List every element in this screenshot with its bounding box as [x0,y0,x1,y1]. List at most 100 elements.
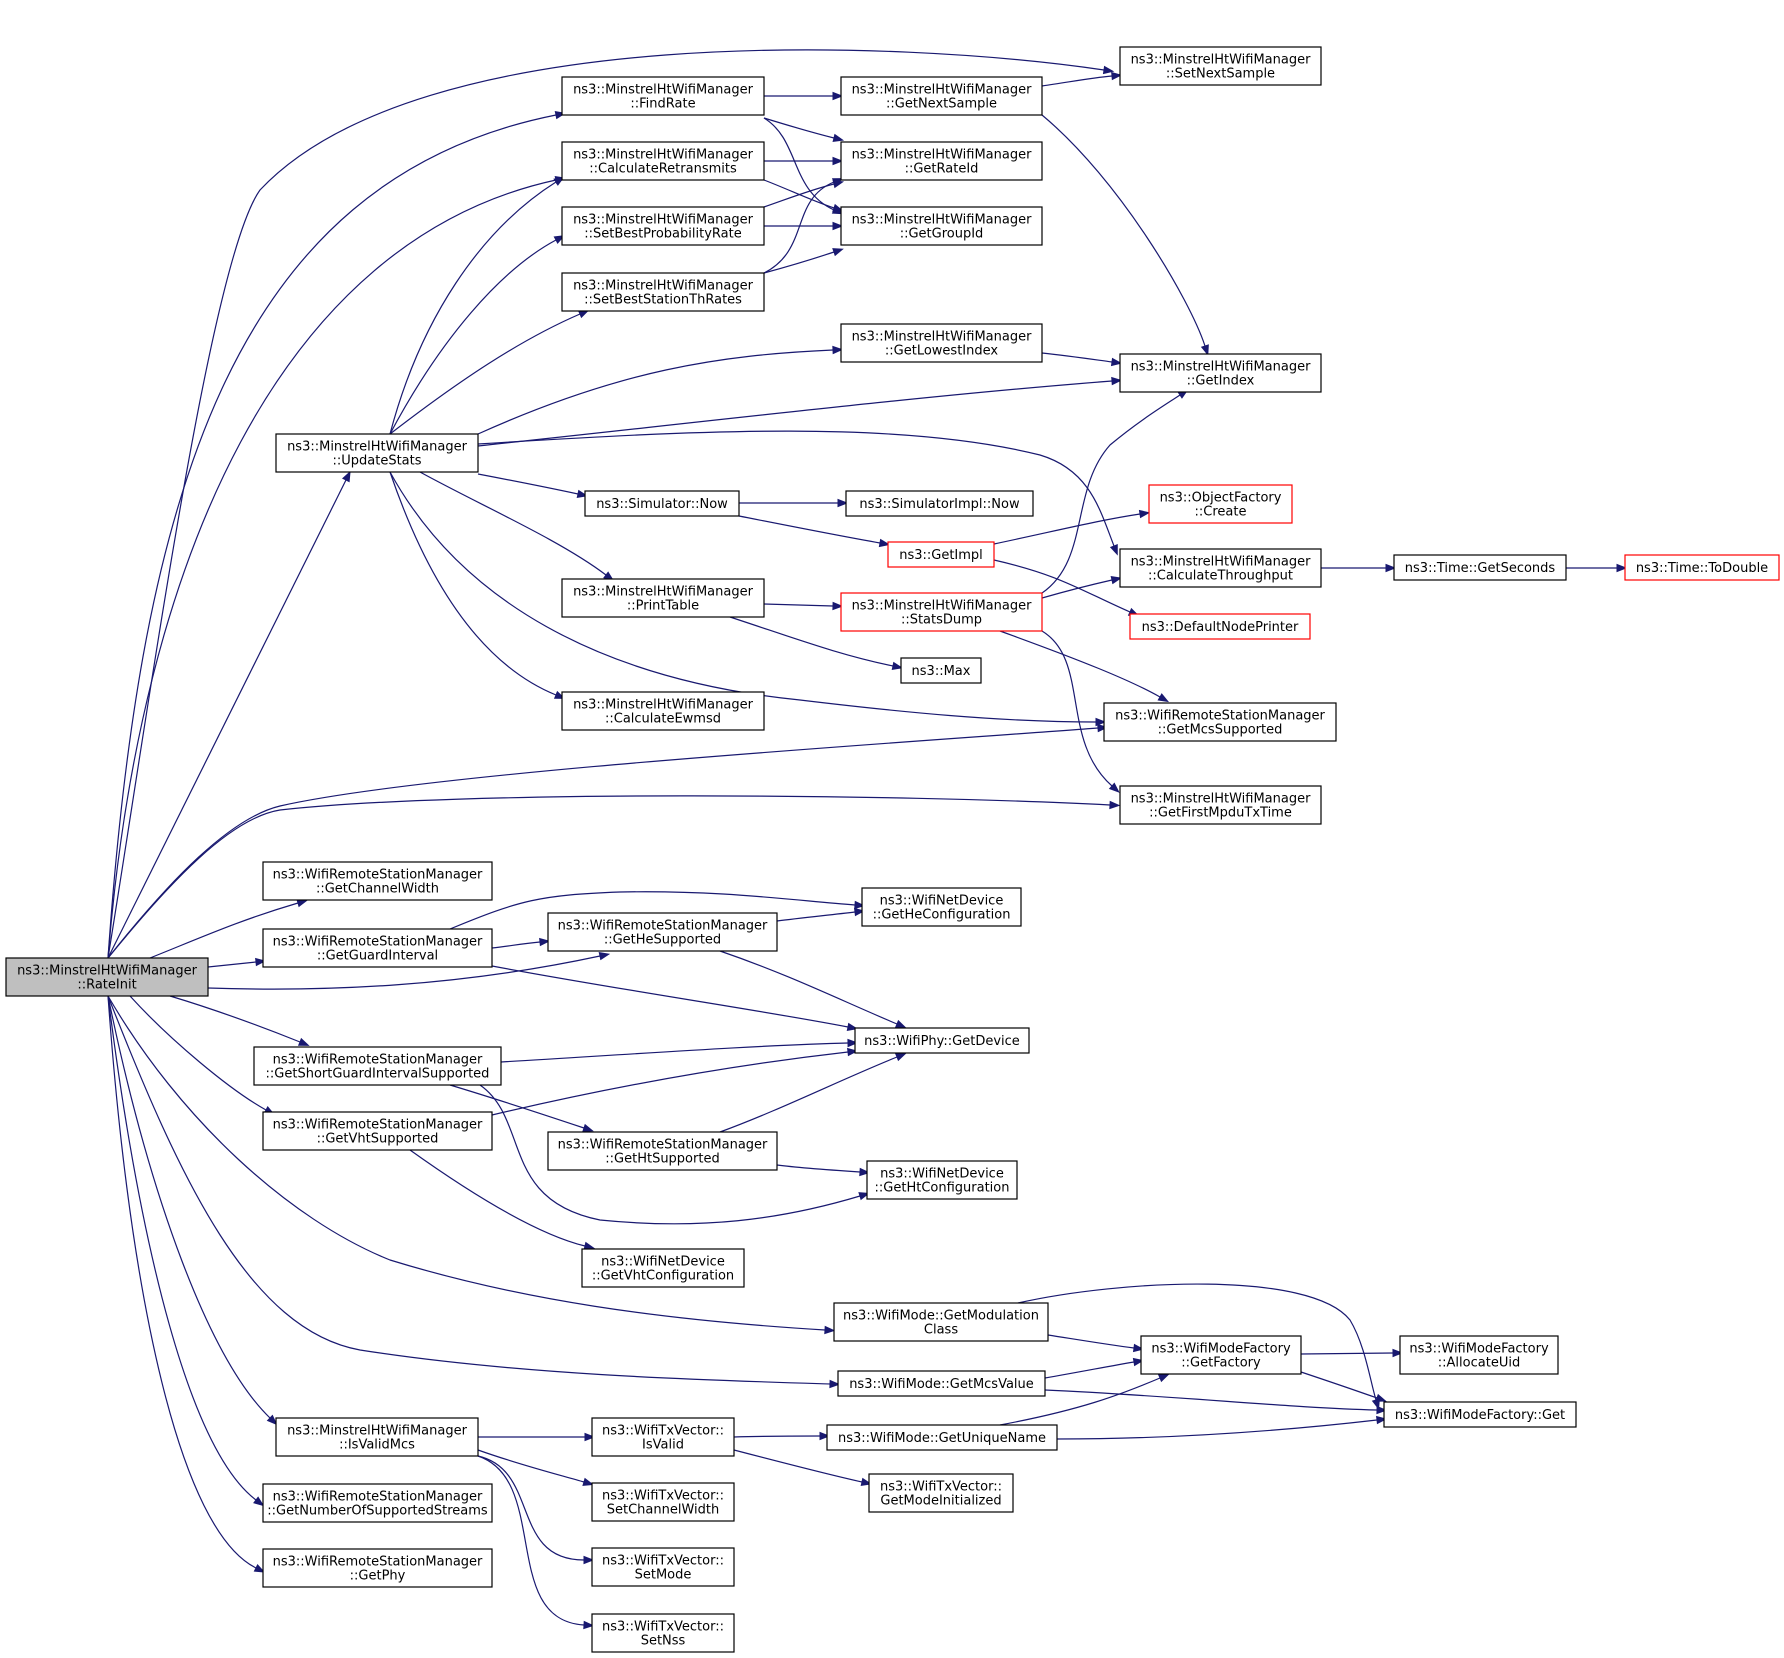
node-getmcsvalue[interactable]: ns3::WifiMode::GetMcsValue [837,1370,1046,1397]
node-simimplnow[interactable]: ns3::SimulatorImpl::Now [845,490,1034,517]
node-box[interactable] [262,1548,493,1588]
node-box[interactable] [1399,1335,1559,1375]
node-getuniquename[interactable]: ns3::WifiMode::GetUniqueName [826,1424,1058,1451]
node-box[interactable] [561,578,765,618]
node-box[interactable] [1119,353,1322,393]
node-getindex[interactable]: ns3::MinstrelHtWifiManager::GetIndex [1119,353,1322,393]
node-box[interactable] [547,1131,778,1171]
node-gethtsupported[interactable]: ns3::WifiRemoteStationManager::GetHtSupp… [547,1131,778,1171]
node-setmode[interactable]: ns3::WifiTxVector::SetMode [591,1547,735,1587]
node-box[interactable] [561,691,765,731]
node-box[interactable] [868,1473,1014,1513]
node-simnow[interactable]: ns3::Simulator::Now [584,490,740,517]
node-todouble[interactable]: ns3::Time::ToDouble [1624,554,1780,581]
node-box[interactable] [275,433,479,473]
node-gethesupported[interactable]: ns3::WifiRemoteStationManager::GetHeSupp… [547,912,778,952]
node-getgroupid[interactable]: ns3::MinstrelHtWifiManager::GetGroupId [840,206,1043,246]
node-getshortgi[interactable]: ns3::WifiRemoteStationManager::GetShortG… [253,1046,502,1086]
node-box[interactable] [840,141,1043,181]
node-setbeststation[interactable]: ns3::MinstrelHtWifiManager::SetBestStati… [561,272,765,312]
node-getfirstmpdu[interactable]: ns3::MinstrelHtWifiManager::GetFirstMpdu… [1119,785,1322,825]
node-calcewmsd[interactable]: ns3::MinstrelHtWifiManager::CalculateEwm… [561,691,765,731]
node-box[interactable] [845,490,1034,517]
node-box[interactable] [826,1424,1058,1451]
node-box[interactable] [591,1417,735,1457]
function-nodes[interactable]: ns3::MinstrelHtWifiManager::RateInitns3:… [5,46,1780,1653]
node-allocateuid[interactable]: ns3::WifiModeFactory::AllocateUid [1399,1335,1559,1375]
node-box[interactable] [561,141,765,181]
node-box[interactable] [1119,785,1322,825]
node-box[interactable] [561,206,765,246]
node-setchannelwidth[interactable]: ns3::WifiTxVector::SetChannelWidth [591,1482,735,1522]
node-getchannelwidth[interactable]: ns3::WifiRemoteStationManager::GetChanne… [262,861,493,901]
node-box[interactable] [253,1046,502,1086]
node-getfactory[interactable]: ns3::WifiModeFactory::GetFactory [1140,1335,1302,1375]
node-getrateid[interactable]: ns3::MinstrelHtWifiManager::GetRateId [840,141,1043,181]
node-calcthroughput[interactable]: ns3::MinstrelHtWifiManager::CalculateThr… [1119,548,1322,588]
node-box[interactable] [866,1160,1018,1200]
node-box[interactable] [591,1547,735,1587]
node-box[interactable] [1383,1401,1577,1428]
node-box[interactable] [840,206,1043,246]
node-isvalidmcs[interactable]: ns3::MinstrelHtWifiManager::IsValidMcs [275,1417,479,1457]
node-box[interactable] [1119,46,1322,86]
node-setbestprob[interactable]: ns3::MinstrelHtWifiManager::SetBestProba… [561,206,765,246]
node-statsdump[interactable]: ns3::MinstrelHtWifiManager::StatsDump [840,592,1043,632]
node-box[interactable] [1119,548,1322,588]
node-getimpl[interactable]: ns3::GetImpl [887,541,995,568]
node-box[interactable] [840,592,1043,632]
node-box[interactable] [581,1248,745,1288]
node-getmcssupported[interactable]: ns3::WifiRemoteStationManager::GetMcsSup… [1103,702,1337,742]
node-getnextsample[interactable]: ns3::MinstrelHtWifiManager::GetNextSampl… [840,76,1043,116]
node-box[interactable] [854,1027,1030,1054]
node-getvhtconfig[interactable]: ns3::WifiNetDevice::GetVhtConfiguration [581,1248,745,1288]
node-box[interactable] [840,76,1043,116]
node-box[interactable] [561,272,765,312]
node-box[interactable] [547,912,778,952]
node-box[interactable] [262,1483,493,1523]
node-box[interactable] [1148,484,1293,524]
node-box[interactable] [1393,554,1567,581]
node-box[interactable] [833,1302,1049,1342]
node-calcretrans[interactable]: ns3::MinstrelHtWifiManager::CalculateRet… [561,141,765,181]
node-box[interactable] [887,541,995,568]
node-getheconfig[interactable]: ns3::WifiNetDevice::GetHeConfiguration [861,887,1022,927]
node-getseconds[interactable]: ns3::Time::GetSeconds [1393,554,1567,581]
node-printtable[interactable]: ns3::MinstrelHtWifiManager::PrintTable [561,578,765,618]
node-getphy[interactable]: ns3::WifiRemoteStationManager::GetPhy [262,1548,493,1588]
node-rateinit[interactable]: ns3::MinstrelHtWifiManager::RateInit [5,957,209,997]
node-txisvalid[interactable]: ns3::WifiTxVector::IsValid [591,1417,735,1457]
node-box[interactable] [5,957,209,997]
node-setnextsample[interactable]: ns3::MinstrelHtWifiManager::SetNextSampl… [1119,46,1322,86]
node-box[interactable] [584,490,740,517]
node-defnodeprinter[interactable]: ns3::DefaultNodePrinter [1129,613,1311,640]
node-box[interactable] [262,861,493,901]
node-updatestats[interactable]: ns3::MinstrelHtWifiManager::UpdateStats [275,433,479,473]
node-findrate[interactable]: ns3::MinstrelHtWifiManager::FindRate [561,76,765,116]
node-box[interactable] [1624,554,1780,581]
node-box[interactable] [861,887,1022,927]
node-getnumstreams[interactable]: ns3::WifiRemoteStationManager::GetNumber… [262,1483,493,1523]
node-getlowestindex[interactable]: ns3::MinstrelHtWifiManager::GetLowestInd… [840,323,1043,363]
node-gethtconfig[interactable]: ns3::WifiNetDevice::GetHtConfiguration [866,1160,1018,1200]
node-box[interactable] [591,1482,735,1522]
node-box[interactable] [591,1613,735,1653]
node-max[interactable]: ns3::Max [900,657,982,684]
node-getdevice[interactable]: ns3::WifiPhy::GetDevice [854,1027,1030,1054]
node-setnss[interactable]: ns3::WifiTxVector::SetNss [591,1613,735,1653]
node-factoryget[interactable]: ns3::WifiModeFactory::Get [1383,1401,1577,1428]
node-box[interactable] [1140,1335,1302,1375]
node-box[interactable] [275,1417,479,1457]
node-box[interactable] [837,1370,1046,1397]
node-box[interactable] [900,657,982,684]
node-box[interactable] [840,323,1043,363]
node-objfactory[interactable]: ns3::ObjectFactory::Create [1148,484,1293,524]
node-getvhtsupported[interactable]: ns3::WifiRemoteStationManager::GetVhtSup… [262,1111,493,1151]
node-box[interactable] [561,76,765,116]
node-getmodeinit[interactable]: ns3::WifiTxVector::GetModeInitialized [868,1473,1014,1513]
node-box[interactable] [262,1111,493,1151]
node-box[interactable] [1103,702,1337,742]
node-getguardinterval[interactable]: ns3::WifiRemoteStationManager::GetGuardI… [262,928,493,968]
node-box[interactable] [262,928,493,968]
